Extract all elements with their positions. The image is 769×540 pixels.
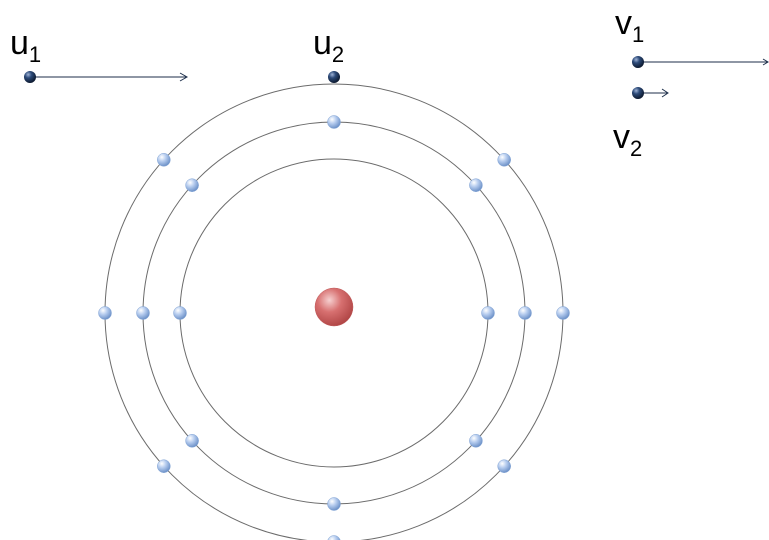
label-u1: u1 (10, 24, 41, 66)
label-u2: u2 (313, 24, 344, 66)
label-u1-subscript: 1 (28, 42, 42, 67)
electron-shell3-5 (157, 459, 171, 473)
nucleus (314, 287, 354, 327)
electron-shell3-6 (98, 306, 112, 320)
outgoing-particle-v1 (632, 56, 769, 68)
arrowhead-u1 (179, 72, 189, 82)
particle-v2 (632, 87, 644, 99)
electron-shell2-4 (469, 434, 483, 448)
label-u2-subscript: 2 (331, 42, 345, 67)
label-u1-main: u (10, 24, 29, 62)
electron-shell1-2 (173, 306, 187, 320)
label-v2: v2 (613, 118, 642, 160)
label-v1-main: v (615, 4, 632, 42)
electron-shell2-6 (185, 434, 199, 448)
electron-shell3-1 (497, 153, 511, 167)
electron-shell3-2 (556, 306, 570, 320)
electron-shell3-7 (157, 153, 171, 167)
electron-shell1-1 (481, 306, 495, 320)
incoming-particle-u1 (24, 71, 189, 83)
label-v1-subscript: 1 (632, 22, 645, 47)
electron-shell2-5 (327, 497, 341, 511)
particle-u2 (328, 71, 340, 83)
outgoing-particle-v2 (632, 87, 669, 99)
electron-shell2-1 (327, 115, 341, 129)
label-v2-subscript: 2 (630, 136, 643, 161)
arrowhead-v2 (661, 88, 669, 98)
electron-shell2-7 (136, 306, 150, 320)
electron-shell2-2 (469, 178, 483, 192)
electron-shell3-4 (327, 535, 341, 540)
electron-shell3-3 (497, 459, 511, 473)
label-v1: v1 (615, 4, 644, 46)
particle-u1 (24, 71, 36, 83)
label-u2-main: u (313, 24, 332, 62)
arrowhead-v1 (762, 58, 769, 66)
particle-v1 (632, 56, 644, 68)
label-v2-main: v (613, 118, 630, 156)
electron-shell2-8 (185, 178, 199, 192)
electrons (98, 115, 570, 540)
electron-shell2-3 (518, 306, 532, 320)
